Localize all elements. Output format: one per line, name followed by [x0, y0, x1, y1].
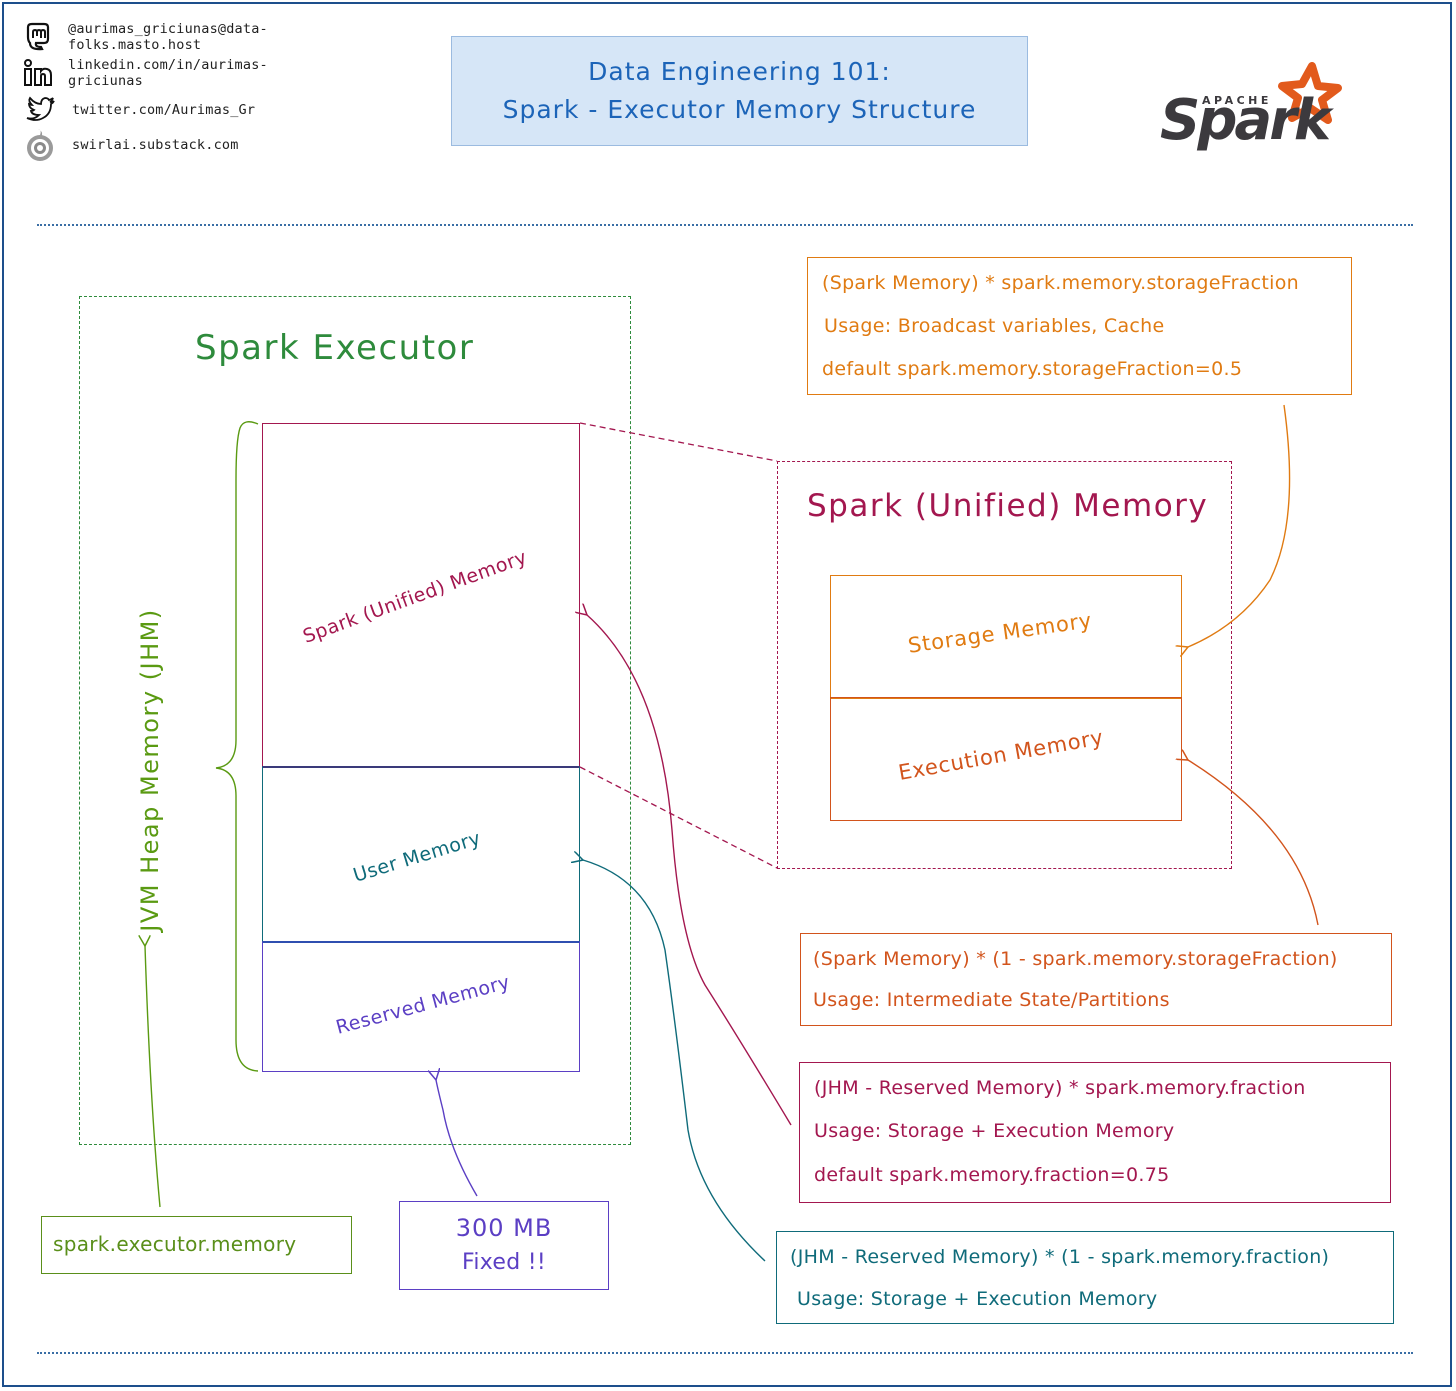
reserved-note-fixed: Fixed !!	[461, 1250, 547, 1275]
linkedin-icon	[22, 56, 54, 90]
executor-memory-note-box: spark.executor.memory	[41, 1216, 352, 1274]
storage-note-default: default spark.memory.storageFraction=0.5	[822, 358, 1243, 380]
logo-apache-text: APACHE	[1202, 94, 1272, 107]
execution-note-usage: Usage: Intermediate State/Partitions	[813, 989, 1170, 1011]
social-text: linkedin.com/in/aurimas-griciunas	[68, 57, 268, 89]
title-line-1: Data Engineering 101:	[588, 57, 891, 86]
mastodon-icon	[22, 20, 54, 54]
reserved-note-size: 300 MB	[455, 1214, 553, 1242]
execution-note-box: (Spark Memory) * (1 - spark.memory.stora…	[800, 933, 1392, 1026]
spark-star-icon	[1278, 62, 1342, 124]
title-line-2: Spark - Executor Memory Structure	[502, 95, 977, 124]
reserved-memory-block[interactable]	[262, 941, 580, 1072]
apache-spark-logo: APACHE Spark	[1160, 60, 1345, 160]
storage-note-usage: Usage: Broadcast variables, Cache	[824, 315, 1165, 337]
storage-note-formula: (Spark Memory) * spark.memory.storageFra…	[822, 272, 1299, 294]
logo-spark-text: Spark	[1160, 88, 1331, 153]
social-item-twitter[interactable]: twitter.com/Aurimas_Gr	[22, 93, 255, 127]
social-item-linkedin[interactable]: linkedin.com/in/aurimas-griciunas	[22, 56, 272, 90]
spark-memory-note-usage: Usage: Storage + Execution Memory	[814, 1120, 1175, 1142]
spark-memory-note-box: (JHM - Reserved Memory) * spark.memory.f…	[799, 1062, 1391, 1203]
top-divider	[37, 224, 1413, 226]
social-item-substack[interactable]: swirlai.substack.com	[22, 128, 239, 162]
substack-swirl-icon	[22, 128, 58, 162]
social-text: swirlai.substack.com	[72, 137, 239, 153]
user-memory-note-formula: (JHM - Reserved Memory) * (1 - spark.mem…	[790, 1246, 1330, 1268]
executor-memory-note-text: spark.executor.memory	[53, 1232, 297, 1256]
spark-executor-title: Spark Executor	[195, 328, 475, 368]
social-text: twitter.com/Aurimas_Gr	[72, 102, 256, 118]
social-item-mastodon[interactable]: @aurimas_griciunas@data-folks.masto.host	[22, 20, 272, 54]
user-memory-note-usage: Usage: Storage + Execution Memory	[797, 1288, 1158, 1310]
execution-note-formula: (Spark Memory) * (1 - spark.memory.stora…	[813, 948, 1338, 970]
spark-memory-note-formula: (JHM - Reserved Memory) * spark.memory.f…	[814, 1077, 1306, 1099]
bottom-divider	[37, 1352, 1413, 1354]
user-memory-note-box: (JHM - Reserved Memory) * (1 - spark.mem…	[776, 1231, 1394, 1324]
jvm-heap-label: JVM Heap Memory (JHM)	[136, 608, 164, 932]
social-text: @aurimas_griciunas@data-folks.masto.host	[68, 21, 268, 53]
storage-memory-block[interactable]	[830, 575, 1182, 699]
twitter-icon	[22, 93, 58, 127]
unified-memory-title: Spark (Unified) Memory	[807, 488, 1209, 524]
title-box: Data Engineering 101: Spark - Executor M…	[451, 36, 1028, 146]
spark-memory-note-default: default spark.memory.fraction=0.75	[814, 1164, 1170, 1186]
storage-note-box: (Spark Memory) * spark.memory.storageFra…	[807, 257, 1352, 395]
reserved-note-box: 300 MB Fixed !!	[399, 1201, 609, 1290]
